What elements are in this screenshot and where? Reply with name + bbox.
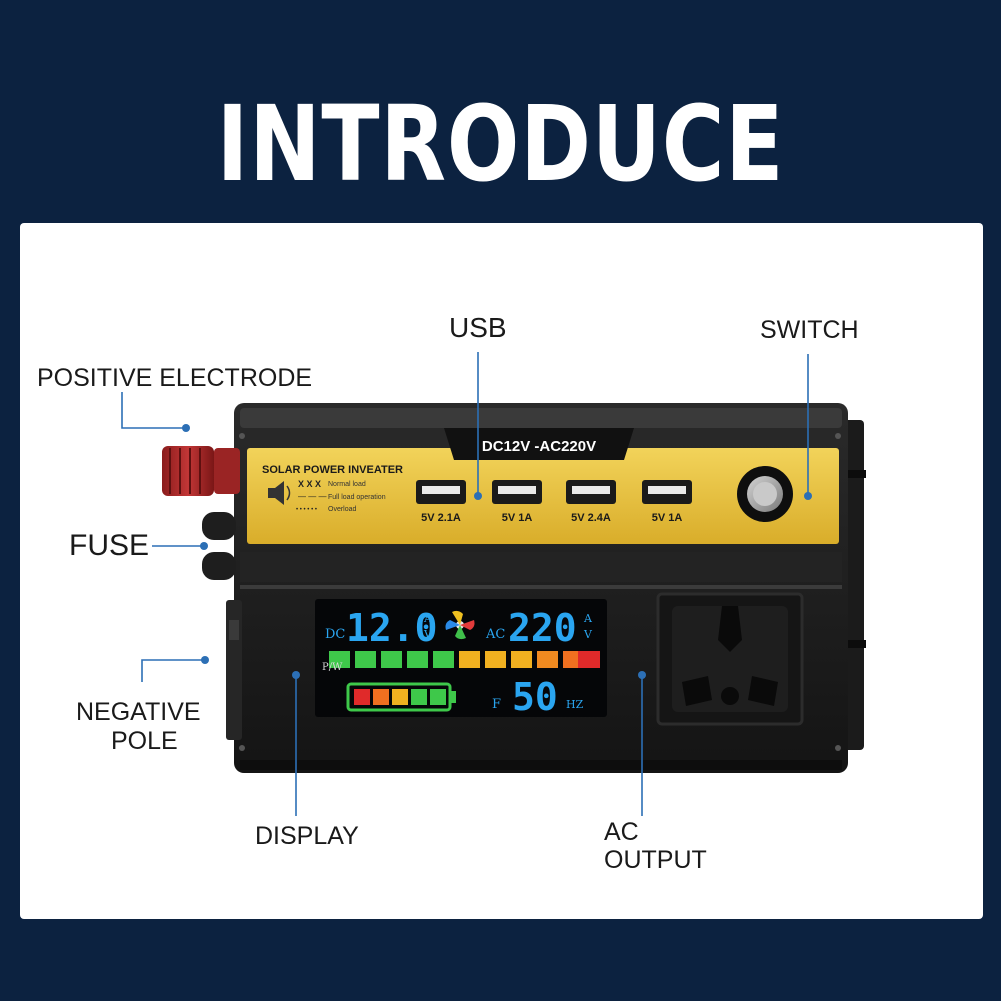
page-title: INTRODUCE	[216, 83, 785, 205]
label-switch: SWITCH	[760, 316, 859, 344]
label-negative-pole-line2: POLE	[111, 727, 178, 755]
label-positive-electrode: POSITIVE ELECTRODE	[37, 364, 313, 392]
label-usb: USB	[449, 312, 507, 343]
label-negative-pole-line1: NEGATIVE	[76, 698, 201, 726]
label-ac-output-line2: OUTPUT	[604, 846, 707, 874]
label-ac-output-line1: AC	[604, 818, 639, 846]
label-fuse: FUSE	[69, 529, 150, 562]
label-display: DISPLAY	[255, 822, 359, 850]
